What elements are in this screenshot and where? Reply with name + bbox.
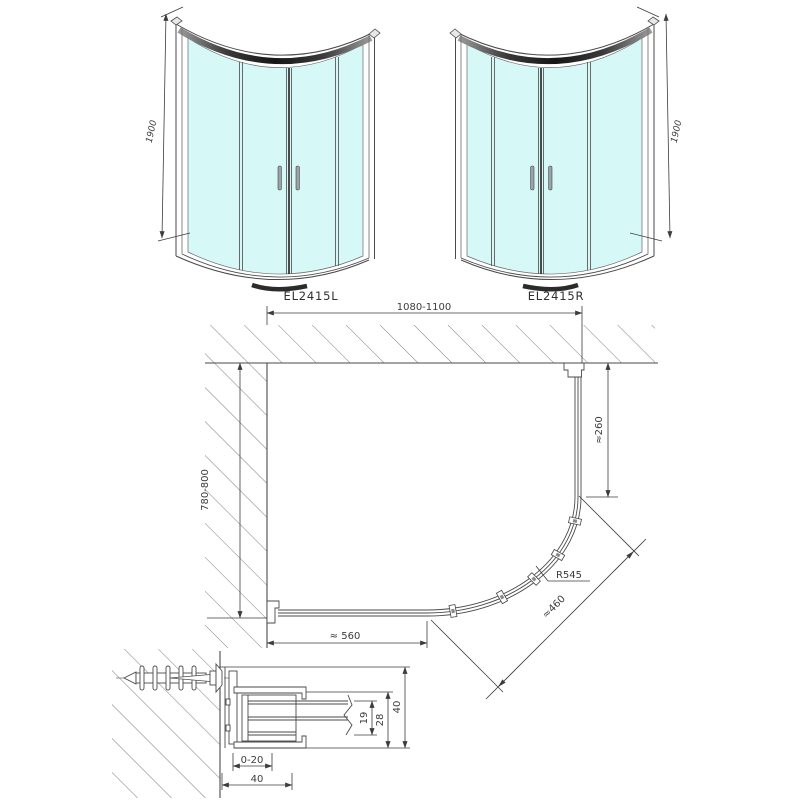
wall-profile-bottom [266, 600, 280, 624]
dim-bottom-width-value: 40 [251, 774, 264, 785]
dim-glass-slot-value: 19 [359, 712, 370, 725]
dim-front [266, 621, 428, 648]
dim-channel-value: 28 [375, 714, 386, 727]
dim-height-right-value: 1900 [670, 119, 685, 144]
dim-radius [535, 565, 590, 582]
dim-entry [586, 362, 618, 498]
dim-depth [207, 362, 273, 619]
dim-profile-height-value: 40 [392, 701, 403, 714]
dim-diagonal-arrow-top [626, 551, 634, 559]
dim-diagonal [430, 495, 647, 700]
plan-view: 1080-1100 780-800 ≈260 [200, 302, 658, 700]
dim-lines-right [220, 666, 410, 749]
section-detail: 19 28 40 0-20 40 [112, 649, 410, 798]
screw-anchor [116, 662, 235, 694]
wall-bracket-top [563, 362, 585, 378]
dim-depth-value: 780-800 [200, 469, 211, 511]
wall-profile-section [224, 667, 307, 749]
dim-entry-value: ≈260 [594, 416, 605, 443]
dim-width [266, 306, 583, 363]
model-label-right: EL2415R [528, 289, 585, 303]
door-frame-section [241, 694, 297, 742]
dim-height-left [157, 6, 191, 242]
door-rollers [448, 516, 582, 618]
dim-lines-bottom [221, 753, 293, 790]
front-view-right: 1900 EL2415R [430, 6, 685, 303]
dim-adjustment-value: 0-20 [241, 755, 264, 766]
wall-hatching [205, 325, 655, 648]
break-line [343, 694, 353, 736]
dim-radius-value: R545 [556, 570, 582, 581]
dim-height-right [629, 6, 673, 242]
dim-diagonal-value: ≈460 [541, 594, 568, 621]
dim-front-value: ≈ 560 [330, 631, 361, 642]
front-view-left: 1900 EL2415L [145, 6, 390, 303]
dim-width-value: 1080-1100 [397, 302, 452, 313]
glass-section-lines [248, 700, 348, 736]
model-label-left: EL2415L [284, 289, 339, 303]
dim-diagonal-arrow-bottom [498, 679, 506, 687]
dim-height-left-value: 1900 [145, 119, 160, 144]
